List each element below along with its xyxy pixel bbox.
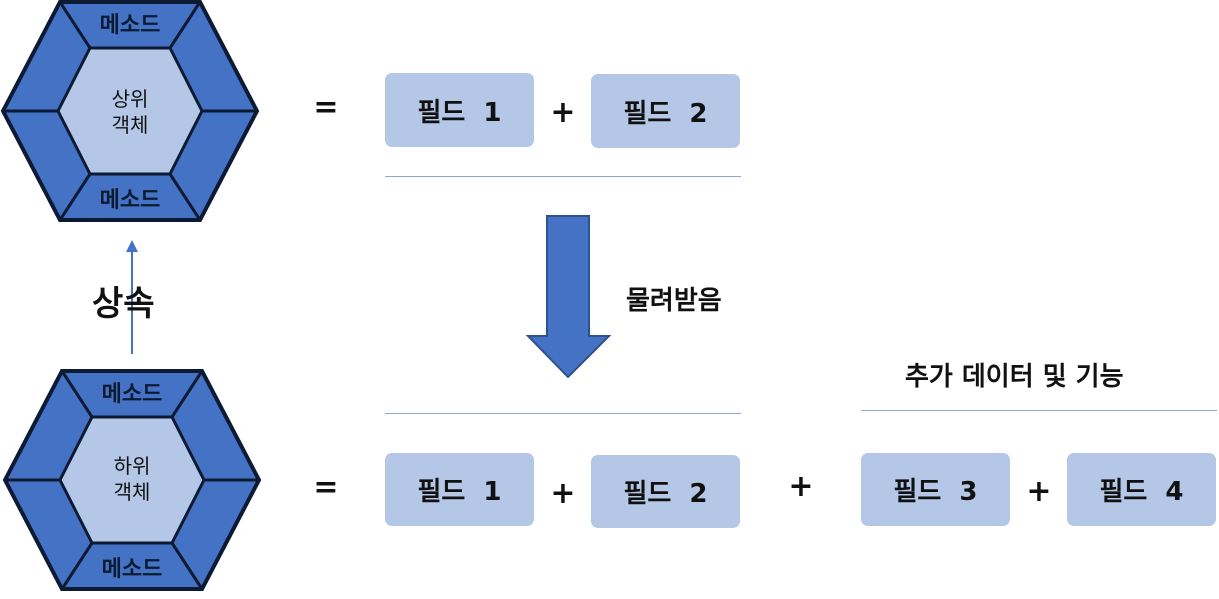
child-plus-sign-2: + — [788, 469, 814, 504]
child-method-bottom: 메소드 — [102, 557, 163, 582]
child-field-1: 필드 1 — [385, 453, 534, 526]
parent-method-bottom: 메소드 — [100, 188, 161, 213]
child-object-hexagon: 메소드 메소드 하위 객체 — [2, 369, 262, 591]
child-object-name-line1: 하위 — [114, 454, 151, 478]
inherited-label: 물려받음 — [626, 286, 722, 316]
parent-object-hexagon: 메소드 메소드 상위 객체 — [0, 0, 260, 222]
child-equals-sign: = — [313, 470, 339, 505]
inherited-down-arrow — [525, 215, 612, 379]
child-method-top: 메소드 — [102, 382, 163, 407]
child-field-2: 필드 2 — [591, 455, 740, 528]
parent-plus-sign: + — [550, 95, 576, 130]
child-plus-sign-3: + — [1026, 474, 1052, 509]
child-fields-divider — [385, 413, 741, 414]
parent-field-2: 필드 2 — [591, 74, 740, 148]
parent-field-1: 필드 1 — [385, 73, 534, 147]
parent-object-name-line2: 객체 — [112, 113, 149, 137]
parent-equals-sign: = — [313, 90, 339, 125]
inherit-label: 상속 — [92, 284, 155, 324]
parent-method-top: 메소드 — [100, 13, 161, 38]
inherit-arrow — [126, 240, 138, 354]
child-object-name-line2: 객체 — [114, 480, 151, 504]
extra-fields-divider — [861, 410, 1217, 411]
extra-data-label: 추가 데이터 및 기능 — [905, 362, 1124, 392]
parent-fields-divider — [385, 176, 741, 177]
child-plus-sign-1: + — [550, 476, 576, 511]
child-field-4: 필드 4 — [1067, 453, 1216, 526]
child-field-3: 필드 3 — [861, 453, 1010, 526]
parent-object-name-line1: 상위 — [112, 87, 149, 111]
